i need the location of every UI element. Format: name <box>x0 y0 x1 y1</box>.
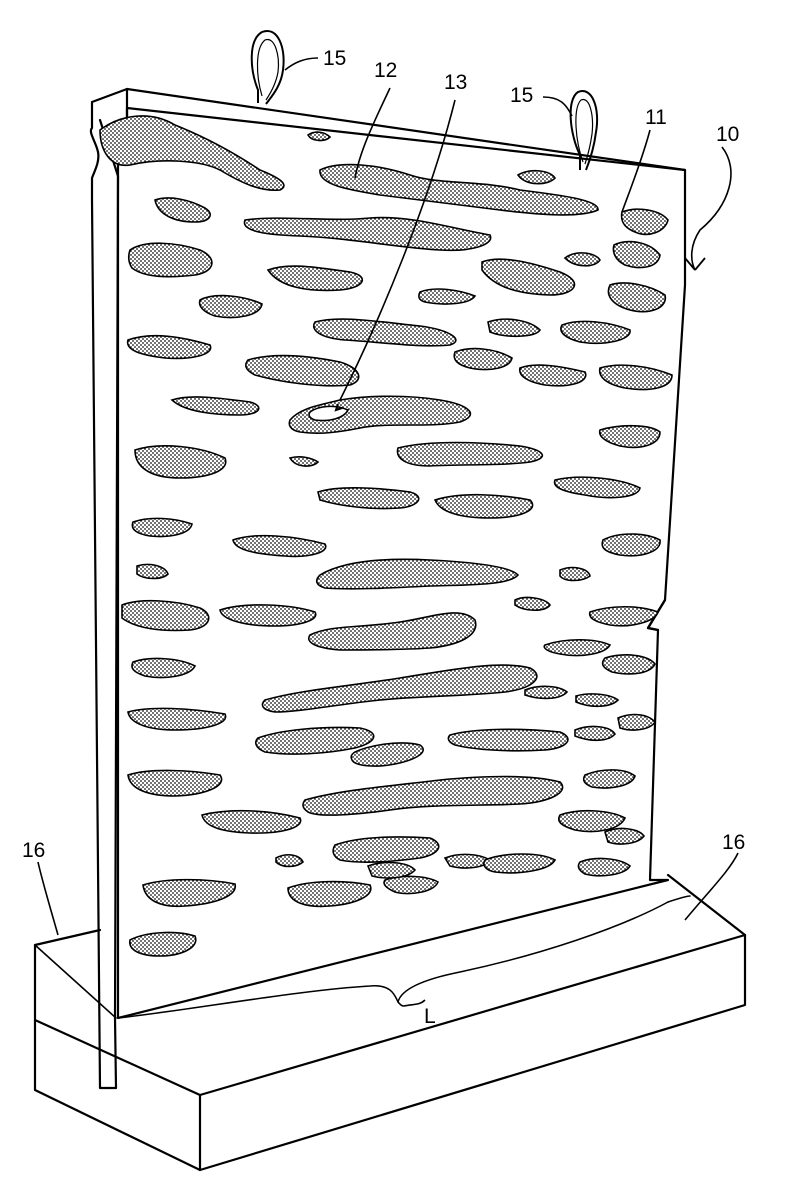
leader-lines <box>37 57 739 1007</box>
label-climbing-surface: 12 <box>374 59 397 82</box>
label-panel-assembly: 10 <box>716 123 739 146</box>
label-hand-hold: 13 <box>444 71 467 94</box>
lifting-loop-left <box>250 30 285 105</box>
lifting-loop-right <box>569 90 598 171</box>
climbing-holds <box>99 115 673 957</box>
label-lifting-loop-left: 15 <box>323 47 346 70</box>
label-panel-face: 11 <box>645 106 667 129</box>
lifting-loops <box>250 30 598 171</box>
base-outline <box>33 928 102 947</box>
label-lifting-loop-right: 15 <box>510 84 533 107</box>
label-base-left: 16 <box>22 839 45 862</box>
label-length: L <box>424 1005 436 1028</box>
label-base-right: 16 <box>722 831 745 854</box>
base-top-surface <box>35 875 745 1095</box>
hand-hold-13 <box>288 395 472 435</box>
